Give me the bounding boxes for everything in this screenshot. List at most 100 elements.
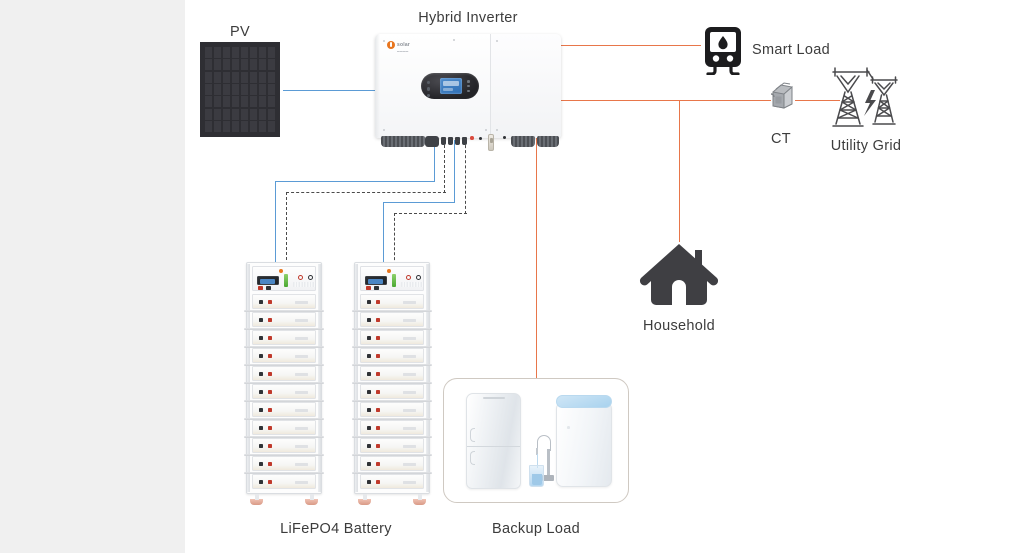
bms-label-strip xyxy=(401,282,423,287)
refrigerator-icon xyxy=(466,393,521,489)
fridge-handle-lower xyxy=(470,451,475,465)
inverter-lcd-screen xyxy=(440,78,462,94)
inverter-label: Hybrid Inverter xyxy=(418,10,518,26)
battery-module xyxy=(360,420,424,435)
bms-brand-icon xyxy=(279,268,283,273)
water-glass-icon xyxy=(529,465,544,487)
battery-module xyxy=(360,366,424,381)
household-icon xyxy=(638,242,720,308)
utility-grid-label: Utility Grid xyxy=(830,138,902,154)
battery-bms-unit[interactable] xyxy=(360,266,424,291)
inverter-screw xyxy=(383,129,385,131)
rack-rail xyxy=(244,310,324,312)
rack-foot xyxy=(413,494,426,505)
rack-rail xyxy=(244,454,324,456)
rack-foot xyxy=(305,494,318,505)
rack-foot xyxy=(358,494,371,505)
rack-foot xyxy=(250,494,263,505)
inverter-edge-shading xyxy=(375,34,380,138)
faucet-spout xyxy=(536,448,539,455)
inverter-dc-port[interactable] xyxy=(441,137,446,145)
inverter-dc-port[interactable] xyxy=(462,137,467,145)
battery-rack[interactable] xyxy=(352,262,432,505)
pv-label: PV xyxy=(230,24,250,40)
fridge-door-split xyxy=(467,446,520,448)
brand-mark-icon xyxy=(387,41,395,49)
battery-module xyxy=(360,312,424,327)
battery-module xyxy=(252,384,316,399)
battery-module xyxy=(360,330,424,345)
wire-inverter-to-smart-load xyxy=(561,45,701,46)
battery-label: LiFePO4 Battery xyxy=(280,521,392,537)
battery-module xyxy=(252,366,316,381)
wire-battery2-dc-seg3 xyxy=(383,202,384,264)
wire-battery1-dc-seg3 xyxy=(275,181,276,264)
fridge-handle-upper xyxy=(470,428,475,442)
inverter-screw xyxy=(496,40,498,42)
battery-module xyxy=(252,402,316,417)
inverter-heatsink-right xyxy=(537,136,559,147)
battery-module xyxy=(252,420,316,435)
rack-rail xyxy=(352,328,432,330)
wire-ct-to-grid xyxy=(795,100,840,101)
rack-post-right xyxy=(318,264,321,492)
inverter-heatsink-mid xyxy=(511,136,535,147)
battery-bms-unit[interactable] xyxy=(252,266,316,291)
wire-pv-to-inverter xyxy=(283,90,375,91)
wire-battery2-dc-seg2 xyxy=(383,202,455,203)
bms-button-red[interactable] xyxy=(366,286,371,290)
battery-rack[interactable] xyxy=(244,262,324,505)
wire-battery1-comm-seg3 xyxy=(286,192,287,265)
backup-load-label: Backup Load xyxy=(492,521,580,537)
wire-battery2-dc-seg1 xyxy=(454,140,455,202)
inverter-connector-cap xyxy=(425,136,439,147)
purifier-indicator xyxy=(567,426,570,429)
battery-module xyxy=(252,312,316,327)
bms-positive-terminal xyxy=(406,275,411,280)
brand-name-text: solar xyxy=(397,42,410,48)
rack-rail xyxy=(244,346,324,348)
household-label: Household xyxy=(642,318,716,334)
fridge-top-line xyxy=(483,397,505,399)
water-purifier-icon xyxy=(556,395,612,487)
bms-button-black[interactable] xyxy=(374,286,379,290)
backup-load-group[interactable] xyxy=(443,378,629,503)
rack-rail xyxy=(352,454,432,456)
ct-label: CT xyxy=(771,131,791,147)
inverter-dc-port[interactable] xyxy=(455,137,460,145)
bms-status-led xyxy=(392,274,396,287)
bms-button-red[interactable] xyxy=(258,286,263,290)
bms-button-black[interactable] xyxy=(266,286,271,290)
rack-rail xyxy=(352,400,432,402)
rack-rail xyxy=(244,418,324,420)
rack-rail xyxy=(244,382,324,384)
inverter-display-bezel[interactable] xyxy=(421,73,479,99)
inverter-positive-terminal xyxy=(470,136,474,140)
utility-grid-icon xyxy=(827,62,907,134)
rack-rail xyxy=(352,472,432,474)
inverter-body: solar ▬▬▬▬ xyxy=(375,34,561,151)
battery-module xyxy=(360,384,424,399)
hybrid-inverter[interactable]: solar ▬▬▬▬ xyxy=(375,34,561,151)
battery-module xyxy=(252,294,316,309)
battery-module xyxy=(252,438,316,453)
wire-inverter-to-ct xyxy=(561,100,771,101)
inverter-buttons[interactable] xyxy=(467,80,470,93)
battery-module xyxy=(360,294,424,309)
bms-brand-icon xyxy=(387,268,391,273)
faucet-neck xyxy=(537,435,551,451)
wire-battery1-dc-seg1 xyxy=(434,140,435,181)
wire-battery2-comm-seg1 xyxy=(465,140,466,214)
battery-module xyxy=(252,330,316,345)
rack-post-left xyxy=(355,264,358,492)
wire-branch-to-household xyxy=(679,100,680,242)
inverter-comm-port xyxy=(503,136,506,139)
rack-rail xyxy=(352,436,432,438)
rack-rail xyxy=(244,472,324,474)
ct-icon xyxy=(765,80,797,112)
battery-module xyxy=(252,456,316,471)
inverter-dc-port[interactable] xyxy=(448,137,453,145)
rack-rail xyxy=(244,364,324,366)
faucet-stem xyxy=(547,449,550,477)
